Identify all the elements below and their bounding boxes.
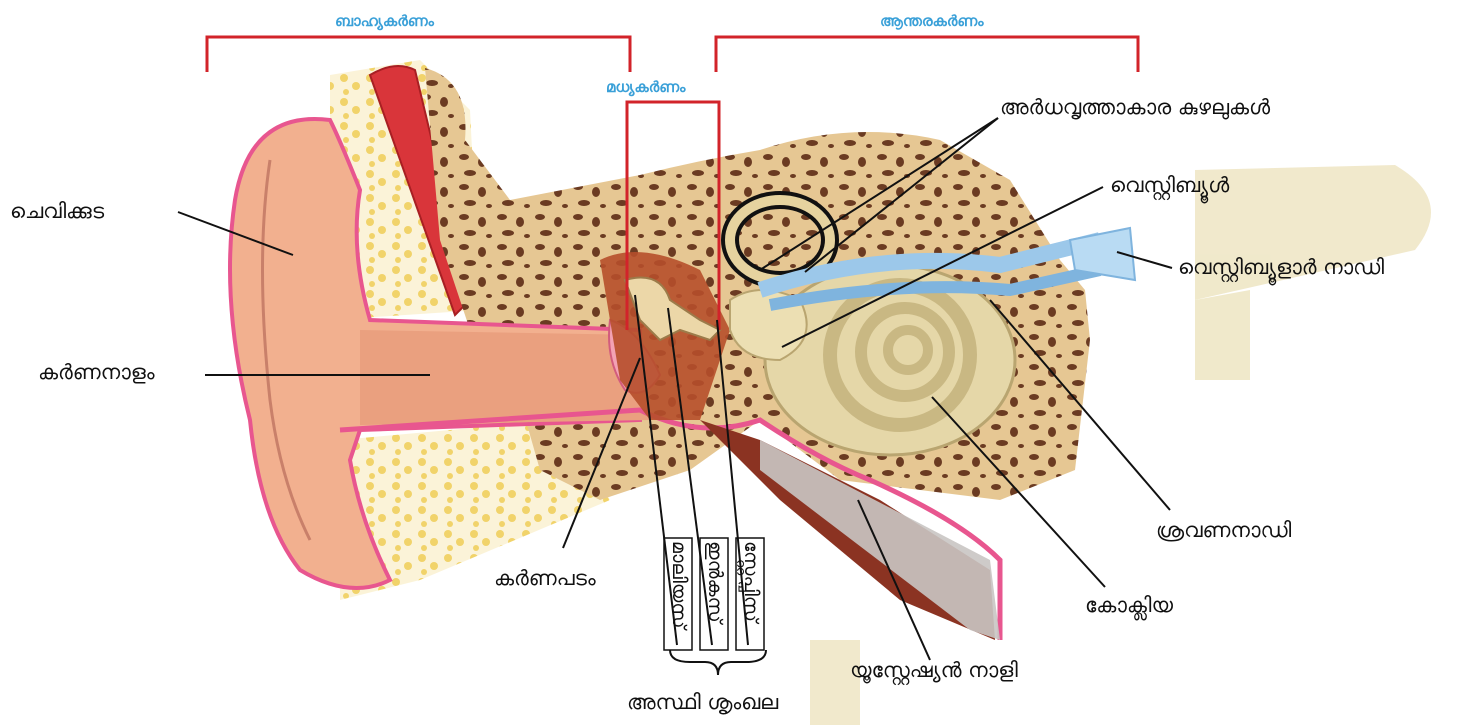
label-semicircular-canals: അർധവൃത്താകാര കുഴലുകൾ: [1000, 95, 1270, 120]
label-vestibule: വെസ്റ്റിബ്യൂൾ: [1110, 173, 1229, 198]
label-auditory-nerve: ശ്രവണനാഡി: [1156, 518, 1291, 543]
label-eustachian-tube: യൂസ്റ്റേഷ്യൻ നാളി: [850, 658, 1018, 683]
label-vestibular-nerve: വെസ്റ്റിബ്യൂളാർ നാഡി: [1178, 255, 1384, 280]
outer-ear-title: ബാഹ്യകർണം: [335, 12, 434, 30]
label-stapes: സ്റ്റേപ്പിസ്: [740, 541, 762, 622]
label-malleus: മാലിയസ്: [668, 541, 690, 628]
label-eardrum: കർണപടം: [494, 566, 596, 591]
label-pinna: ചെവിക്കുട: [10, 199, 104, 224]
inner-ear-bracket: [716, 37, 1138, 72]
inner-ear-title: ആന്തരകർണം: [880, 12, 984, 30]
label-ossicles: അസ്ഥി ശൃംഖല: [627, 690, 778, 715]
middle-ear-title: മധ്യകർണം: [606, 78, 685, 96]
ossicles-brace: [670, 650, 766, 675]
label-cochlea: കോക്ലിയ: [1085, 593, 1173, 618]
label-ear-canal: കർണനാളം: [38, 360, 155, 385]
label-incus: ഇൻകസ്: [704, 541, 726, 623]
